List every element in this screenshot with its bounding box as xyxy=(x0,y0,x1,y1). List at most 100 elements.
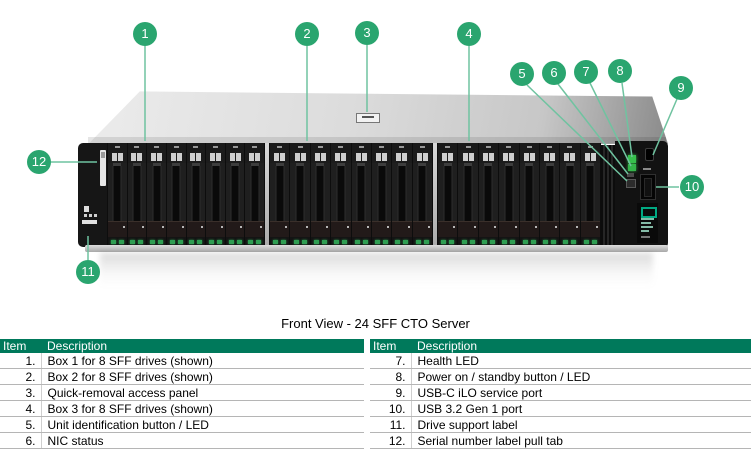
box-2 xyxy=(269,143,434,246)
item-cell: 2. xyxy=(0,368,42,385)
access-panel-label xyxy=(356,113,380,123)
item-cell: 1. xyxy=(0,353,42,369)
usb-3-2-gen1-port xyxy=(640,174,656,200)
table-row: 2.Box 2 for 8 SFF drives (shown) xyxy=(0,368,364,385)
drive-sled xyxy=(310,143,331,246)
drive-sled xyxy=(371,143,392,246)
table-row: 4.Box 3 for 8 SFF drives (shown) xyxy=(0,400,364,417)
callout-9-badge: 9 xyxy=(669,76,693,100)
table-row: 11.Drive support label xyxy=(370,416,751,433)
item-cell: 5. xyxy=(0,416,42,433)
description-cell: USB-C iLO service port xyxy=(411,384,751,401)
drive-support-label xyxy=(82,206,99,236)
roof-front-edge-shade xyxy=(88,137,666,144)
drive-sled xyxy=(166,143,186,246)
description-cell: Power on / standby button / LED xyxy=(411,368,751,385)
item-cell: 10. xyxy=(370,400,412,417)
drive-sled xyxy=(270,143,290,246)
table-row: 12.Serial number label pull tab xyxy=(370,432,751,449)
description-cell: Box 3 for 8 SFF drives (shown) xyxy=(41,400,364,417)
drive-sled xyxy=(290,143,310,246)
item-cell: 12. xyxy=(370,432,412,449)
item-header: Item xyxy=(370,339,411,353)
table-row: 5.Unit identification button / LED xyxy=(0,416,364,433)
drive-sled xyxy=(519,143,539,246)
item-cell: 3. xyxy=(0,384,42,401)
description-cell: Drive support label xyxy=(411,416,751,433)
description-cell: USB 3.2 Gen 1 port xyxy=(411,400,751,417)
callout-3-badge: 3 xyxy=(355,21,379,45)
callout-8-badge: 8 xyxy=(608,59,632,83)
unit-identification-button-led xyxy=(626,179,636,188)
drive-box-divider xyxy=(265,143,270,246)
drive-sled xyxy=(108,143,127,246)
table-row: 1.Box 1 for 8 SFF drives (shown) xyxy=(0,353,364,369)
item-cell: 4. xyxy=(0,400,42,417)
drive-sled xyxy=(539,143,560,246)
drive-sled xyxy=(478,143,499,246)
figure-caption: Front View - 24 SFF CTO Server xyxy=(281,316,470,331)
drive-sled xyxy=(392,143,412,246)
drive-sled xyxy=(147,143,166,246)
table-row: 10.USB 3.2 Gen 1 port xyxy=(370,400,751,417)
drive-box-divider xyxy=(433,143,437,246)
health-led xyxy=(628,164,636,171)
drive-sled xyxy=(560,143,580,246)
item-cell: 9. xyxy=(370,384,412,401)
callout-5-badge: 5 xyxy=(510,62,534,86)
item-header: Item xyxy=(0,339,41,353)
usb-port-label xyxy=(643,168,651,170)
item-cell: 7. xyxy=(370,353,412,369)
hpe-product-label xyxy=(637,203,658,243)
callout-10-badge: 10 xyxy=(680,175,704,199)
description-cell: Serial number label pull tab xyxy=(411,432,751,449)
box-1 xyxy=(107,143,266,246)
callout-6-badge: 6 xyxy=(542,61,566,85)
drive-sled xyxy=(580,143,600,246)
drive-sled xyxy=(458,143,478,246)
serial-number-label-pull-tab xyxy=(100,150,106,186)
description-cell: NIC status xyxy=(41,432,364,449)
drive-sled xyxy=(127,143,147,246)
nic-status-led xyxy=(627,173,634,177)
front-vent-grille xyxy=(601,145,615,246)
description-cell: Box 1 for 8 SFF drives (shown) xyxy=(41,353,364,369)
description-header: Description xyxy=(411,339,751,353)
description-cell: Quick-removal access panel xyxy=(41,384,364,401)
drive-sled xyxy=(412,143,433,246)
callout-4-badge: 4 xyxy=(457,22,481,46)
callout-12-badge: 12 xyxy=(27,150,51,174)
callout-11-badge: 11 xyxy=(76,260,100,284)
drive-sled xyxy=(499,143,519,246)
drive-sled xyxy=(206,143,225,246)
description-cell: Unit identification button / LED xyxy=(41,416,364,433)
table-row: 3.Quick-removal access panel xyxy=(0,384,364,401)
table-row: 9.USB-C iLO service port xyxy=(370,384,751,401)
drive-bay-area xyxy=(107,143,602,246)
item-cell: 8. xyxy=(370,368,412,385)
description-cell: Box 2 for 8 SFF drives (shown) xyxy=(41,368,364,385)
callout-7-badge: 7 xyxy=(574,60,598,84)
box-3 xyxy=(437,143,602,246)
drive-sled xyxy=(186,143,206,246)
hpe-logo-icon xyxy=(641,207,657,218)
callout-1-badge: 1 xyxy=(133,22,157,46)
drive-sled xyxy=(438,143,458,246)
callout-2-badge: 2 xyxy=(295,22,319,46)
usb-c-ilo-service-port xyxy=(645,148,654,161)
floor-reflection xyxy=(100,253,653,287)
drive-sled xyxy=(245,143,265,246)
table-row: 8.Power on / standby button / LED xyxy=(370,368,751,385)
item-cell: 6. xyxy=(0,432,42,449)
drive-sled xyxy=(351,143,371,246)
drive-sled xyxy=(331,143,351,246)
chassis-base-rail xyxy=(85,245,668,252)
item-cell: 11. xyxy=(370,416,412,433)
drive-sled xyxy=(225,143,245,246)
description-header: Description xyxy=(41,339,364,353)
power-on-standby-button-led xyxy=(628,155,636,163)
